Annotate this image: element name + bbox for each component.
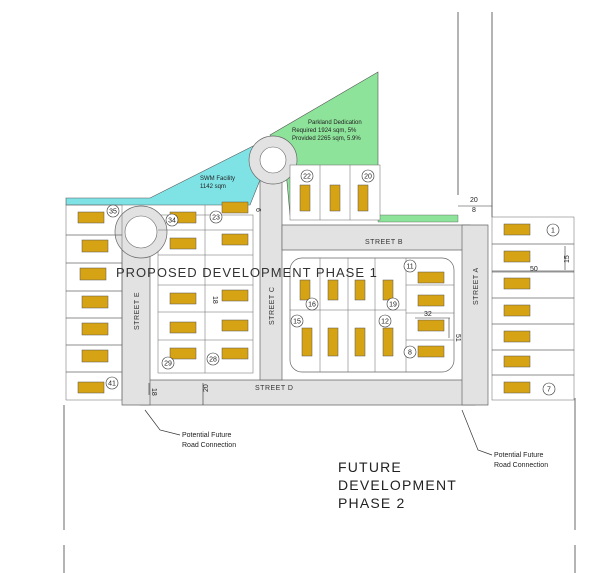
house: [503, 304, 531, 317]
lot-number-1: 1: [551, 228, 555, 235]
lot-number-41: 41: [108, 381, 116, 388]
house: [503, 250, 531, 263]
road-connection-left-1: Potential Future: [182, 432, 232, 439]
swm-label-1: SWM Facility: [200, 176, 235, 182]
house: [329, 184, 341, 212]
house: [221, 233, 249, 246]
cul-de-sac-island-left: [124, 215, 158, 249]
house: [77, 381, 105, 394]
dim-18-mid: 18: [211, 296, 218, 304]
lot-number-7: 7: [547, 387, 551, 394]
future-phase-line-2: DEVELOPMENT: [338, 477, 457, 493]
parkland-label-3: Provided 2265 sqm, 5.9%: [292, 136, 361, 142]
house: [299, 184, 311, 212]
street-c-label: STREET C: [269, 287, 276, 326]
house: [503, 277, 531, 290]
lot-lines: [65, 165, 575, 401]
dimension-lines: [148, 205, 574, 405]
houses: [77, 184, 531, 394]
house: [327, 279, 339, 301]
street-d-label: STREET D: [255, 385, 294, 392]
lot-number-19: 19: [389, 302, 397, 309]
house: [169, 347, 197, 360]
house: [417, 319, 445, 332]
house: [503, 381, 531, 394]
lot-number-23: 23: [212, 215, 220, 222]
house: [299, 279, 311, 301]
dim-50: 50: [530, 266, 538, 273]
house: [81, 239, 109, 253]
house: [81, 295, 109, 309]
lot-number-15: 15: [293, 319, 301, 326]
road-connection-left-2: Road Connection: [182, 442, 236, 449]
house: [382, 327, 394, 357]
house: [169, 237, 197, 250]
parkland-strip: [377, 214, 459, 223]
lot-number-markers: [105, 169, 560, 396]
house: [169, 321, 197, 334]
lot-number-34: 34: [168, 218, 176, 225]
house: [169, 292, 197, 305]
house: [221, 289, 249, 302]
phase-1-title: PROPOSED DEVELOPMENT PHASE 1: [116, 265, 378, 280]
dim-32: 32: [424, 311, 432, 318]
house: [79, 267, 107, 281]
lot-number-11: 11: [406, 264, 413, 271]
road-connection-right-2: Road Connection: [494, 462, 548, 469]
house: [221, 201, 249, 214]
street-a-label: STREET A: [473, 267, 480, 305]
dim-51: 51: [454, 334, 461, 342]
dim-20-bottom: 20: [203, 384, 210, 392]
dim-8-top: 8: [472, 207, 476, 214]
lot-number-22: 22: [303, 174, 311, 181]
dim-18-left: 18: [150, 388, 157, 396]
swm-label-2: 1142 sqm: [200, 184, 226, 190]
street-b-label: STREET B: [365, 239, 403, 246]
house: [357, 184, 369, 212]
future-phase-line-3: PHASE 2: [338, 495, 406, 511]
house: [503, 355, 531, 368]
house: [327, 327, 339, 357]
lot-number-8: 8: [408, 350, 412, 357]
house: [417, 345, 445, 358]
house: [221, 347, 249, 360]
house: [77, 211, 105, 224]
lot-number-12: 12: [381, 319, 389, 326]
house: [301, 327, 313, 357]
road-connection-right-1: Potential Future: [494, 452, 544, 459]
lot-number-29: 29: [164, 361, 172, 368]
parkland-label-2: Required 1924 sqm, 5%: [292, 128, 357, 134]
house: [503, 330, 531, 343]
leader-lines: [144, 409, 493, 456]
house: [354, 327, 366, 357]
lot-number-28: 28: [209, 357, 217, 364]
house: [221, 319, 249, 332]
property-boundaries: [63, 12, 576, 573]
house: [382, 279, 394, 301]
swm-facility-area: [65, 139, 266, 206]
lot-number-20: 20: [364, 174, 372, 181]
house: [81, 322, 109, 336]
parkland-label-1: Parkland Dedication: [308, 120, 362, 126]
lot-number-16: 16: [308, 302, 316, 309]
street-e-label: STREET E: [134, 292, 141, 330]
cul-de-sac-island-top: [259, 146, 287, 174]
dim-20-top: 20: [470, 197, 478, 204]
house: [417, 294, 445, 307]
dim-6: 6: [254, 208, 261, 212]
dim-15: 15: [564, 255, 571, 263]
house: [81, 349, 109, 363]
house: [503, 223, 531, 236]
future-phase-line-1: FUTURE: [338, 459, 402, 475]
road-network: [121, 174, 489, 406]
lot-number-35: 35: [109, 209, 117, 216]
house: [417, 271, 445, 284]
house: [354, 279, 366, 301]
